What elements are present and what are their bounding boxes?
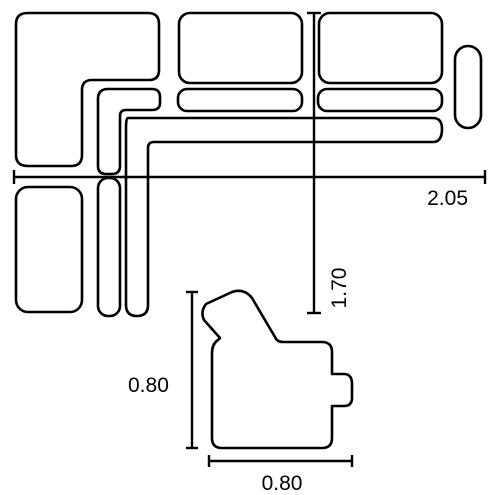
long-l-armrest xyxy=(124,116,444,318)
armchair-module xyxy=(201,289,354,450)
back-cushion-2 xyxy=(317,11,444,85)
module-height-dimension xyxy=(186,290,198,450)
depth-dimension xyxy=(307,11,321,315)
back-cushion-1 xyxy=(177,11,304,85)
bolster-pillow xyxy=(453,44,483,130)
corner-armrest xyxy=(96,87,162,176)
width-dimension-label: 2.05 xyxy=(427,187,468,210)
left-seat-cushion xyxy=(14,185,84,314)
left-armrest-lower xyxy=(96,176,122,318)
module-width-dimension xyxy=(207,455,354,467)
top-armrest-1 xyxy=(176,87,304,113)
corner-back-cushion xyxy=(14,11,161,168)
module-height-label: 0.80 xyxy=(128,374,169,397)
depth-dimension-label: 1.70 xyxy=(328,268,351,309)
width-dimension xyxy=(12,170,487,184)
top-armrest-2 xyxy=(316,87,444,113)
module-width-label: 0.80 xyxy=(262,472,303,495)
